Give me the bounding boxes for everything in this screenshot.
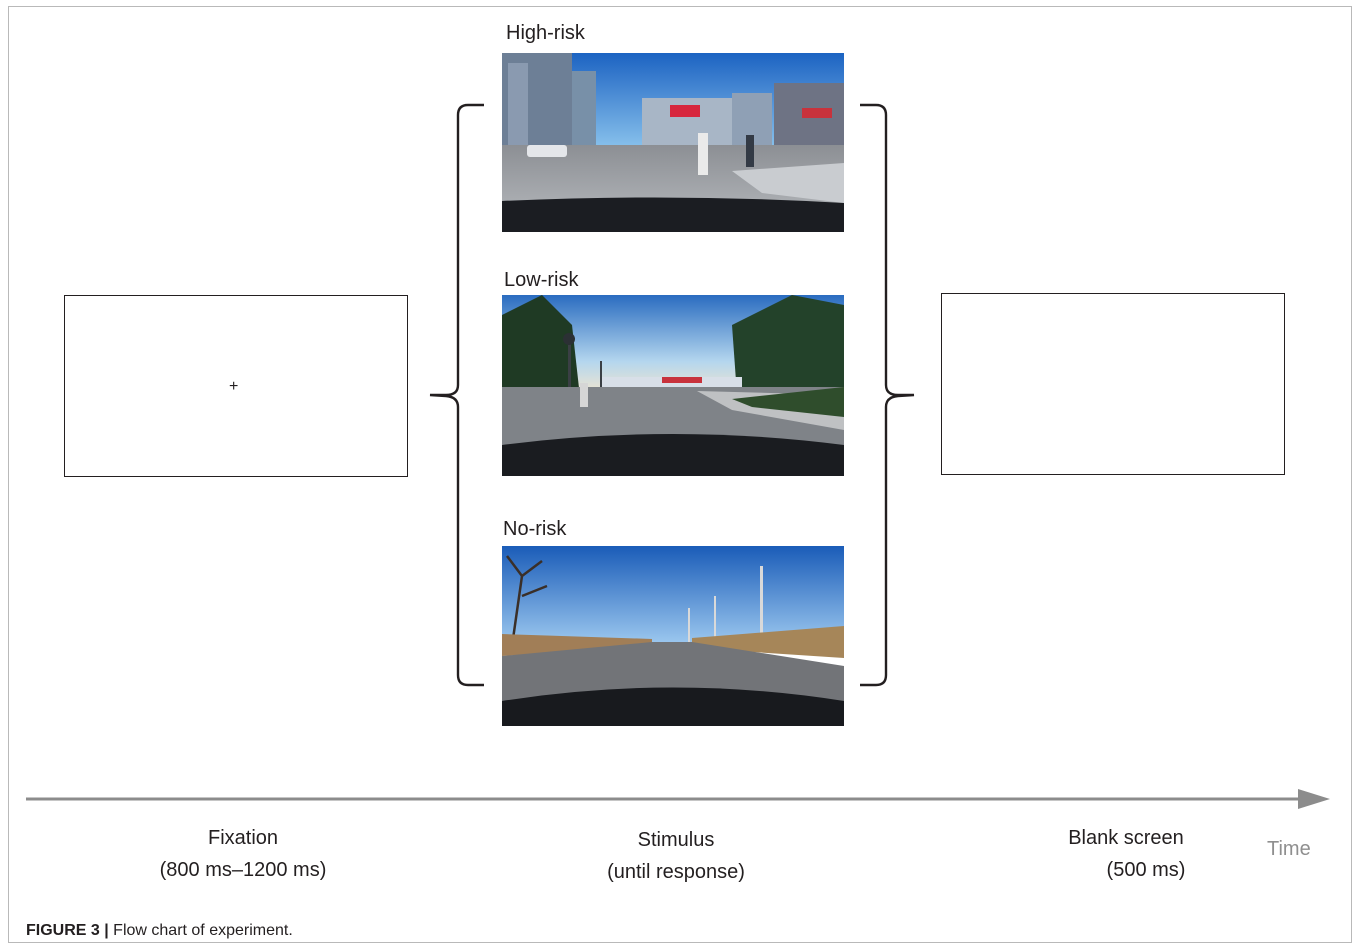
phase-blank-screen: Blank screen (500 ms) — [1036, 822, 1216, 886]
fixation-cross: + — [229, 378, 239, 395]
figure-frame — [8, 6, 1352, 943]
low-risk-scene-image — [502, 295, 844, 476]
phase-stimulus-duration: (until response) — [607, 861, 745, 883]
label-low-risk: Low-risk — [504, 269, 579, 291]
right-brace — [860, 103, 915, 687]
no-risk-scene-image — [502, 546, 844, 726]
figure-caption: FIGURE 3 | Flow chart of experiment. — [26, 922, 293, 940]
phase-fixation-duration: (800 ms–1200 ms) — [159, 859, 327, 881]
blank-screen — [941, 293, 1285, 475]
time-axis-arrowhead — [1298, 789, 1330, 809]
figure-number: FIGURE 3 | — [26, 922, 109, 939]
fixation-screen: + — [64, 295, 408, 477]
high-risk-scene-image — [502, 53, 844, 232]
phase-fixation-name: Fixation — [207, 827, 279, 849]
figure-caption-text: Flow chart of experiment. — [108, 922, 293, 939]
phase-blank-screen-duration: (500 ms) — [1106, 859, 1186, 881]
label-high-risk: High-risk — [506, 22, 585, 44]
phase-blank-screen-name: Blank screen — [1068, 827, 1184, 849]
left-brace — [429, 103, 484, 687]
phase-stimulus: Stimulus (until response) — [586, 824, 766, 888]
phase-stimulus-name: Stimulus — [637, 829, 715, 851]
time-axis-label: Time — [1267, 838, 1311, 860]
label-no-risk: No-risk — [503, 518, 567, 540]
phase-fixation: Fixation (800 ms–1200 ms) — [140, 822, 346, 886]
